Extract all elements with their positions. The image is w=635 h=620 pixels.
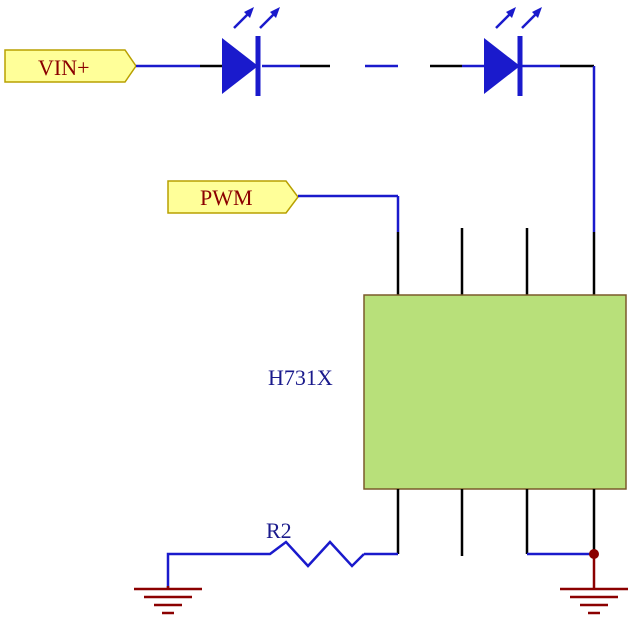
led-2-icon <box>484 7 542 96</box>
ic-designator: H731X <box>268 365 333 390</box>
resistor-designator: R2 <box>266 518 292 543</box>
resistor-r2-icon <box>166 540 398 588</box>
ground-right-icon <box>560 587 628 615</box>
pwm-port-label: PWM <box>200 185 253 210</box>
junction-dot <box>589 549 599 559</box>
ic-bottom-pins <box>396 489 596 556</box>
pwm-port: PWM <box>167 180 299 214</box>
pwm-wire <box>298 194 400 232</box>
ic-top-pins <box>396 228 596 295</box>
vin-port-label: VIN+ <box>38 55 90 80</box>
led-1-icon <box>222 7 280 96</box>
vin-port: VIN+ <box>4 49 137 83</box>
led-string-wire <box>136 64 596 232</box>
ground-right-wire <box>527 549 599 588</box>
ground-left-icon <box>134 586 202 615</box>
ic-body <box>363 294 627 490</box>
